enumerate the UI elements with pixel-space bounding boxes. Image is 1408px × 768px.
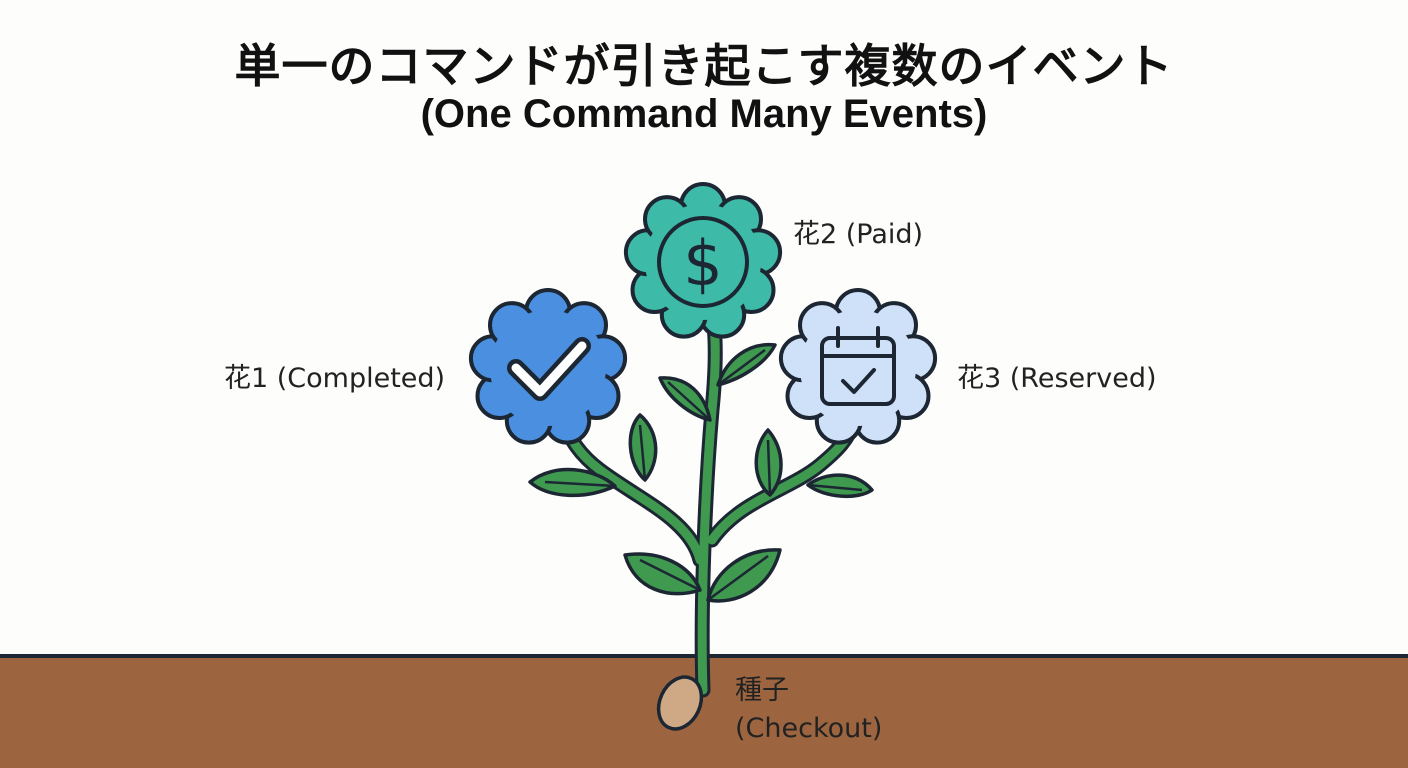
label-seed-name: 種子	[735, 675, 789, 706]
page-subtitle: (One Command Many Events)	[420, 92, 988, 136]
calendar-check-icon	[820, 326, 896, 406]
page-title: 単一のコマンドが引き起こす複数のイベント	[234, 39, 1174, 93]
flower-completed	[468, 288, 628, 445]
label-flower-paid: 花2 (Paid)	[793, 219, 924, 250]
label-seed: 種子 (Checkout)	[735, 672, 882, 748]
flower-reserved	[778, 288, 938, 445]
label-flower-reserved: 花3 (Reserved)	[957, 363, 1157, 394]
seed	[656, 675, 704, 731]
label-flower-completed: 花1 (Completed)	[224, 363, 446, 394]
flower-paid: $	[623, 182, 783, 339]
leaf	[623, 552, 702, 596]
leaf	[806, 473, 874, 499]
dollar-icon: $	[683, 227, 722, 300]
coin	[657, 216, 749, 308]
label-seed-command: (Checkout)	[735, 713, 883, 744]
